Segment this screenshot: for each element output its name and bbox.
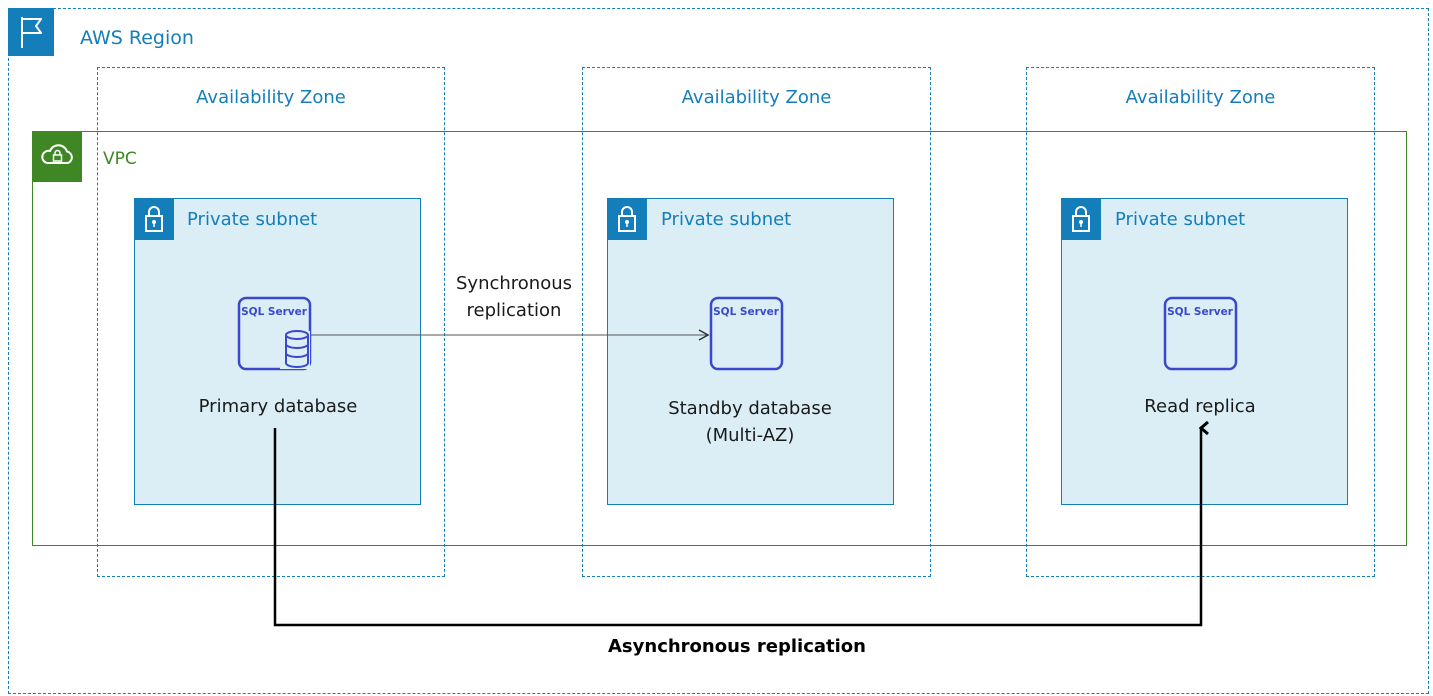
cloud-lock-icon bbox=[32, 131, 82, 182]
sql-server-icon: SQL Server bbox=[1162, 295, 1242, 375]
sql-server-icon-text: SQL Server bbox=[713, 306, 780, 318]
aws-region-boundary bbox=[8, 8, 1429, 694]
async-replication-arrow bbox=[273, 420, 1209, 627]
flag-icon bbox=[8, 8, 54, 56]
padlock-icon bbox=[1061, 198, 1101, 240]
padlock-icon bbox=[134, 198, 174, 240]
region-label: AWS Region bbox=[80, 27, 194, 49]
async-replication-label: Asynchronous replication bbox=[608, 636, 866, 657]
availability-zone-label: Availability Zone bbox=[681, 87, 832, 108]
standby-database-label-line1: Standby database bbox=[668, 398, 832, 419]
availability-zone-label: Availability Zone bbox=[196, 87, 346, 108]
vpc-label: VPC bbox=[103, 149, 137, 169]
primary-database-label: Primary database bbox=[198, 396, 358, 417]
availability-zone-label: Availability Zone bbox=[1125, 87, 1276, 108]
private-subnet-1 bbox=[134, 198, 421, 505]
padlock-icon bbox=[607, 198, 647, 240]
sync-replication-label-line1: Synchronous bbox=[455, 273, 572, 294]
sql-server-icon-text: SQL Server bbox=[1167, 306, 1234, 318]
read-replica-label: Read replica bbox=[1144, 396, 1256, 417]
standby-database-label-line2: (Multi-AZ) bbox=[705, 425, 795, 446]
private-subnet-label: Private subnet bbox=[187, 209, 318, 230]
sql-server-database-icon: SQL Server bbox=[236, 295, 316, 375]
sync-replication-label-line2: replication bbox=[466, 300, 562, 321]
availability-zone-1: Availability Zone bbox=[97, 67, 445, 577]
sql-server-icon: SQL Server bbox=[708, 295, 788, 375]
private-subnet-label: Private subnet bbox=[1115, 209, 1246, 230]
vpc-boundary bbox=[32, 131, 1407, 546]
availability-zone-2: Availability Zone bbox=[582, 67, 931, 577]
sql-server-icon-text: SQL Server bbox=[241, 306, 308, 318]
sync-replication-label: Synchronous replication bbox=[414, 270, 614, 324]
standby-database-label: Standby database (Multi-AZ) bbox=[625, 395, 875, 449]
private-subnet-label: Private subnet bbox=[661, 209, 792, 230]
